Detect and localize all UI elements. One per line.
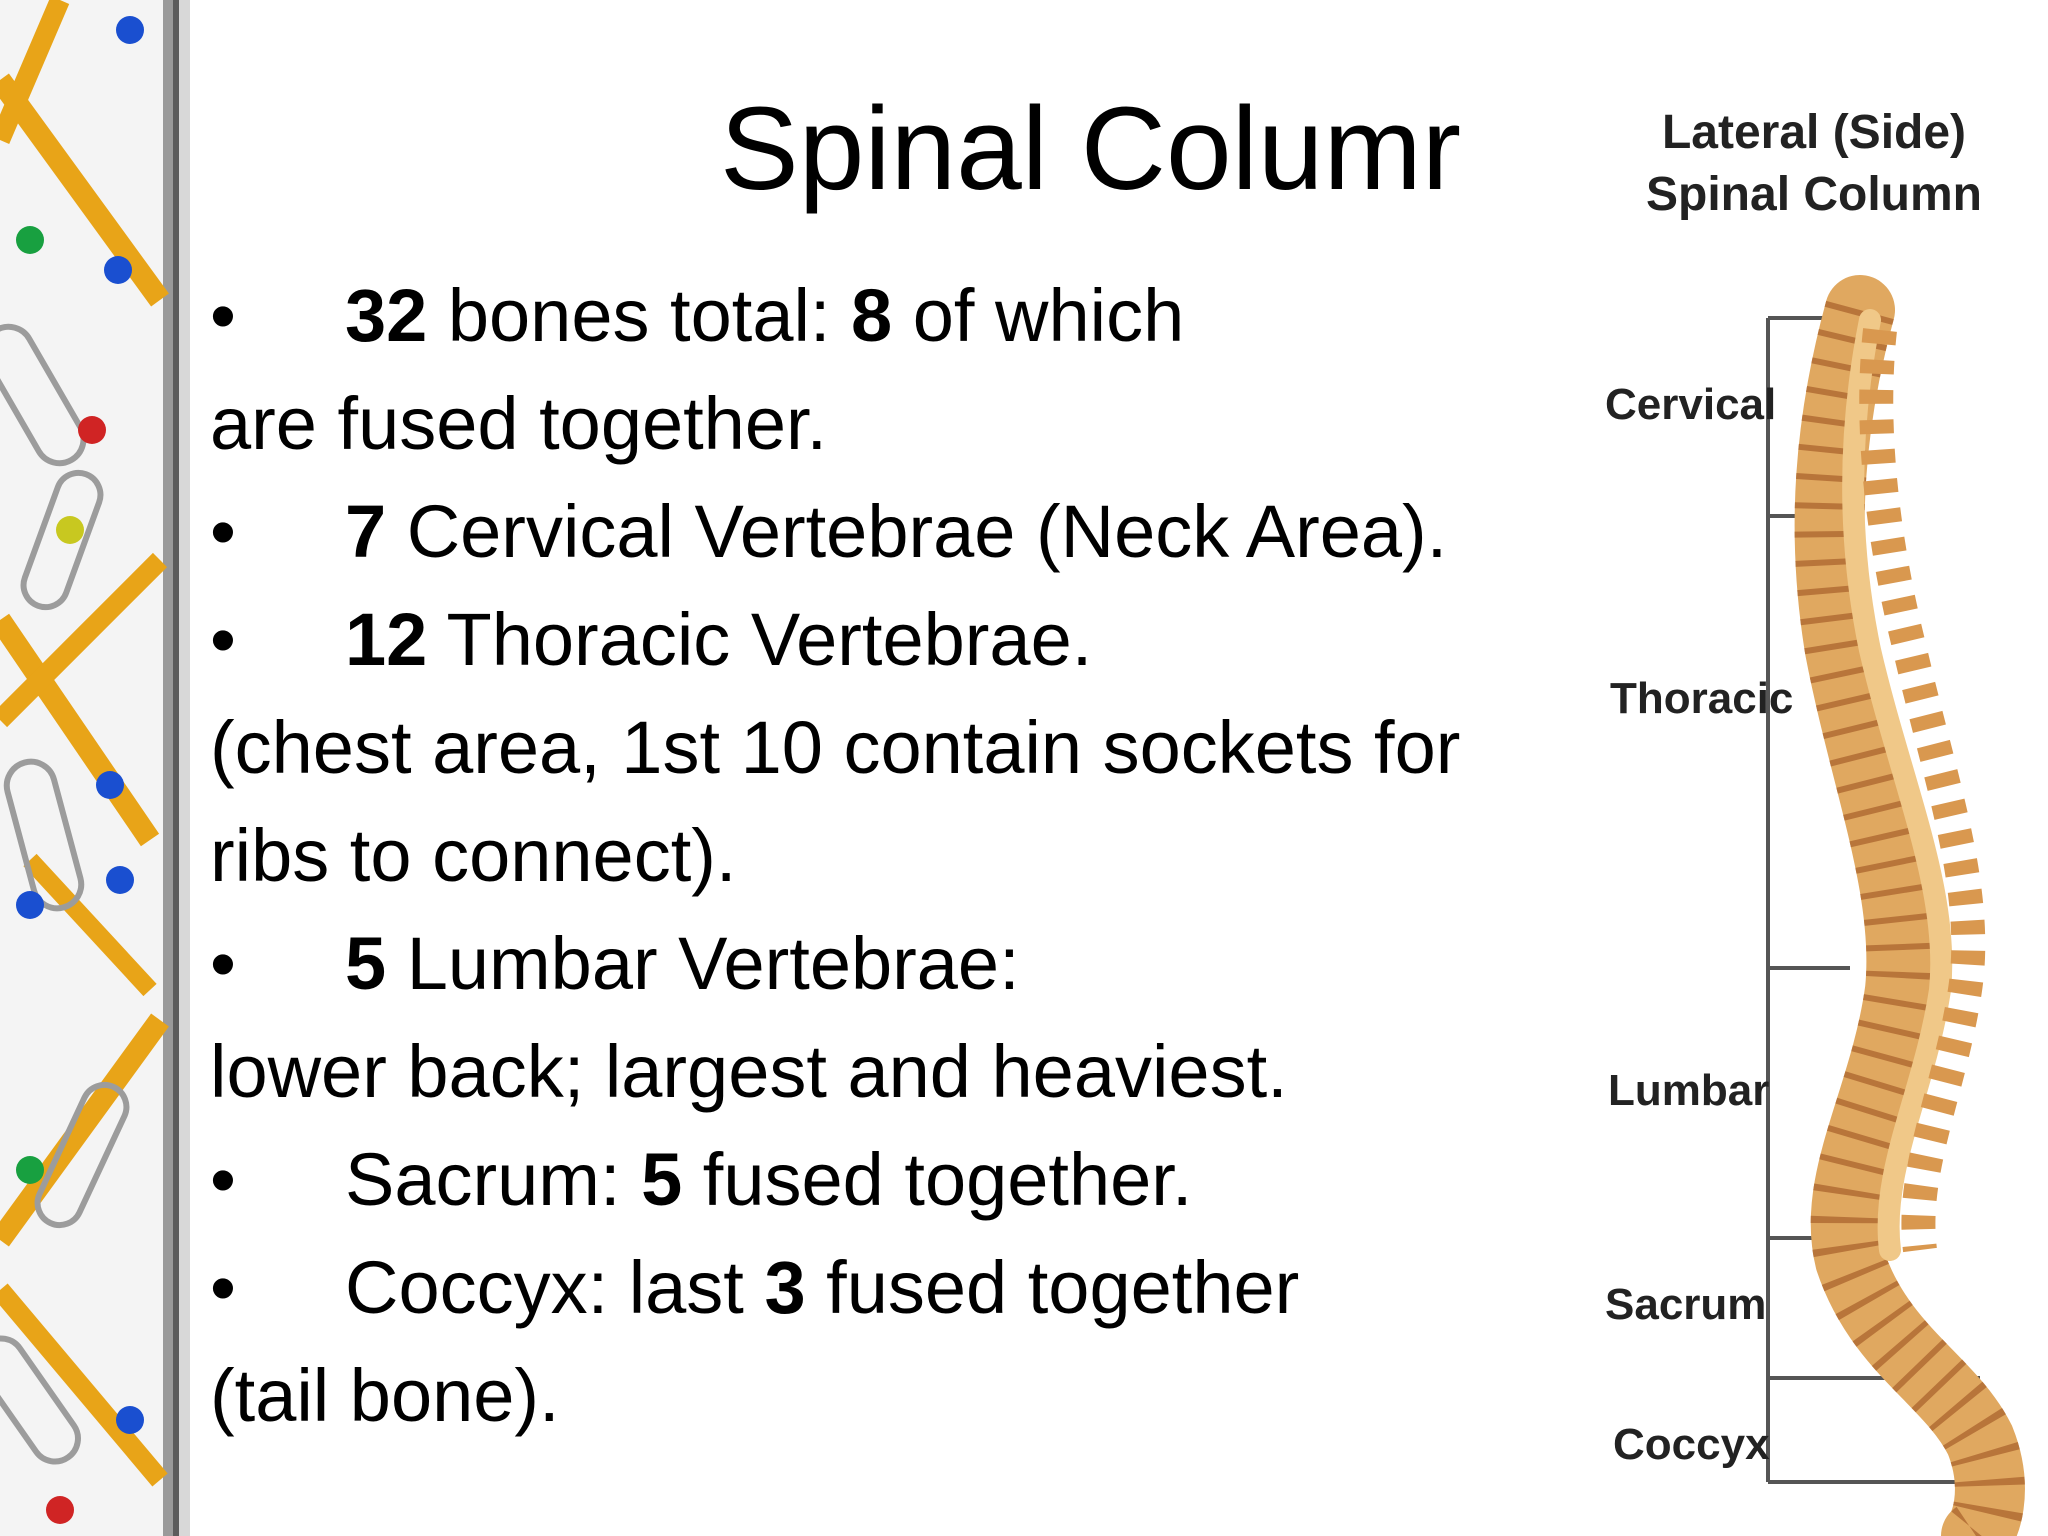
region-label-lumbar: Lumbar: [1608, 1066, 1770, 1115]
line-text: Thoracic Vertebrae.: [427, 598, 1093, 681]
bold-number: 32: [345, 274, 428, 357]
bullet-line: • 7 Cervical Vertebrae (Neck Area).: [210, 478, 1570, 586]
bold-number: 5: [641, 1138, 683, 1221]
bullet-line: • 12 Thoracic Vertebrae.: [210, 586, 1570, 694]
bullet-marker: •: [210, 922, 236, 1005]
line-text: ribs to connect).: [210, 814, 737, 897]
bullet-marker: •: [210, 490, 236, 573]
region-label-cervical: Cervical: [1605, 380, 1777, 429]
diagram-title-line: Spinal Column: [1646, 168, 1982, 221]
line-text: are fused together.: [210, 382, 828, 465]
bullet-marker: •: [210, 1138, 236, 1221]
decorative-border-art: [0, 0, 190, 1536]
vertebrae-stack: [1794, 275, 2025, 1536]
spine-illustration: [1766, 275, 2025, 1536]
bullet-line: • Sacrum: 5 fused together.: [210, 1126, 1570, 1234]
region-label-sacrum: Sacrum: [1605, 1280, 1767, 1329]
line-text: fused together: [805, 1246, 1300, 1329]
line-text: Coccyx: last: [345, 1246, 765, 1329]
bold-number: 12: [345, 598, 428, 681]
line-text: bones total:: [427, 274, 852, 357]
bold-number: 3: [764, 1246, 806, 1329]
continuation-line: ribs to connect).: [210, 802, 1570, 910]
line-text: lower back; largest and heaviest.: [210, 1030, 1288, 1113]
line-text: of which: [892, 274, 1185, 357]
pencil-icon: [0, 0, 169, 1487]
push-pin-icon: [16, 16, 144, 1524]
line-text: Cervical Vertebrae (Neck Area).: [386, 490, 1448, 573]
bold-number: 7: [345, 490, 387, 573]
slide-title: Spinal Columr: [720, 83, 1462, 215]
spine-diagram: Lateral (Side) Spinal Column Cervical Th…: [1580, 90, 2048, 1536]
diagram-title-line: Lateral (Side): [1661, 106, 1967, 159]
bullet-marker: •: [210, 598, 236, 681]
slide-body: • 32 bones total: 8 of which are fused to…: [210, 262, 1570, 1450]
continuation-line: (tail bone).: [210, 1342, 1570, 1450]
bold-number: 8: [851, 274, 893, 357]
diagram-title: Lateral (Side) Spinal Column: [1580, 102, 2048, 226]
decorative-border: [0, 0, 190, 1536]
bullet-marker: •: [210, 1246, 236, 1329]
continuation-line: lower back; largest and heaviest.: [210, 1018, 1570, 1126]
bullet-marker: •: [210, 274, 236, 357]
bullet-line: • Coccyx: last 3 fused together: [210, 1234, 1570, 1342]
continuation-line: (chest area, 1st 10 contain sockets for: [210, 694, 1570, 802]
bold-number: 5: [345, 922, 387, 1005]
line-text: (tail bone).: [210, 1354, 560, 1437]
continuation-line: are fused together.: [210, 370, 1570, 478]
line-text: Lumbar Vertebrae:: [386, 922, 1020, 1005]
bullet-line: • 5 Lumbar Vertebrae:: [210, 910, 1570, 1018]
region-label-thoracic: Thoracic: [1610, 674, 1794, 723]
line-text: (chest area, 1st 10 contain sockets for: [210, 706, 1461, 789]
line-text: fused together.: [682, 1138, 1193, 1221]
line-text: Sacrum:: [345, 1138, 642, 1221]
paperclip-icon: [0, 323, 130, 1465]
bullet-line: • 32 bones total: 8 of which: [210, 262, 1570, 370]
region-label-coccyx: Coccyx: [1613, 1420, 1770, 1469]
